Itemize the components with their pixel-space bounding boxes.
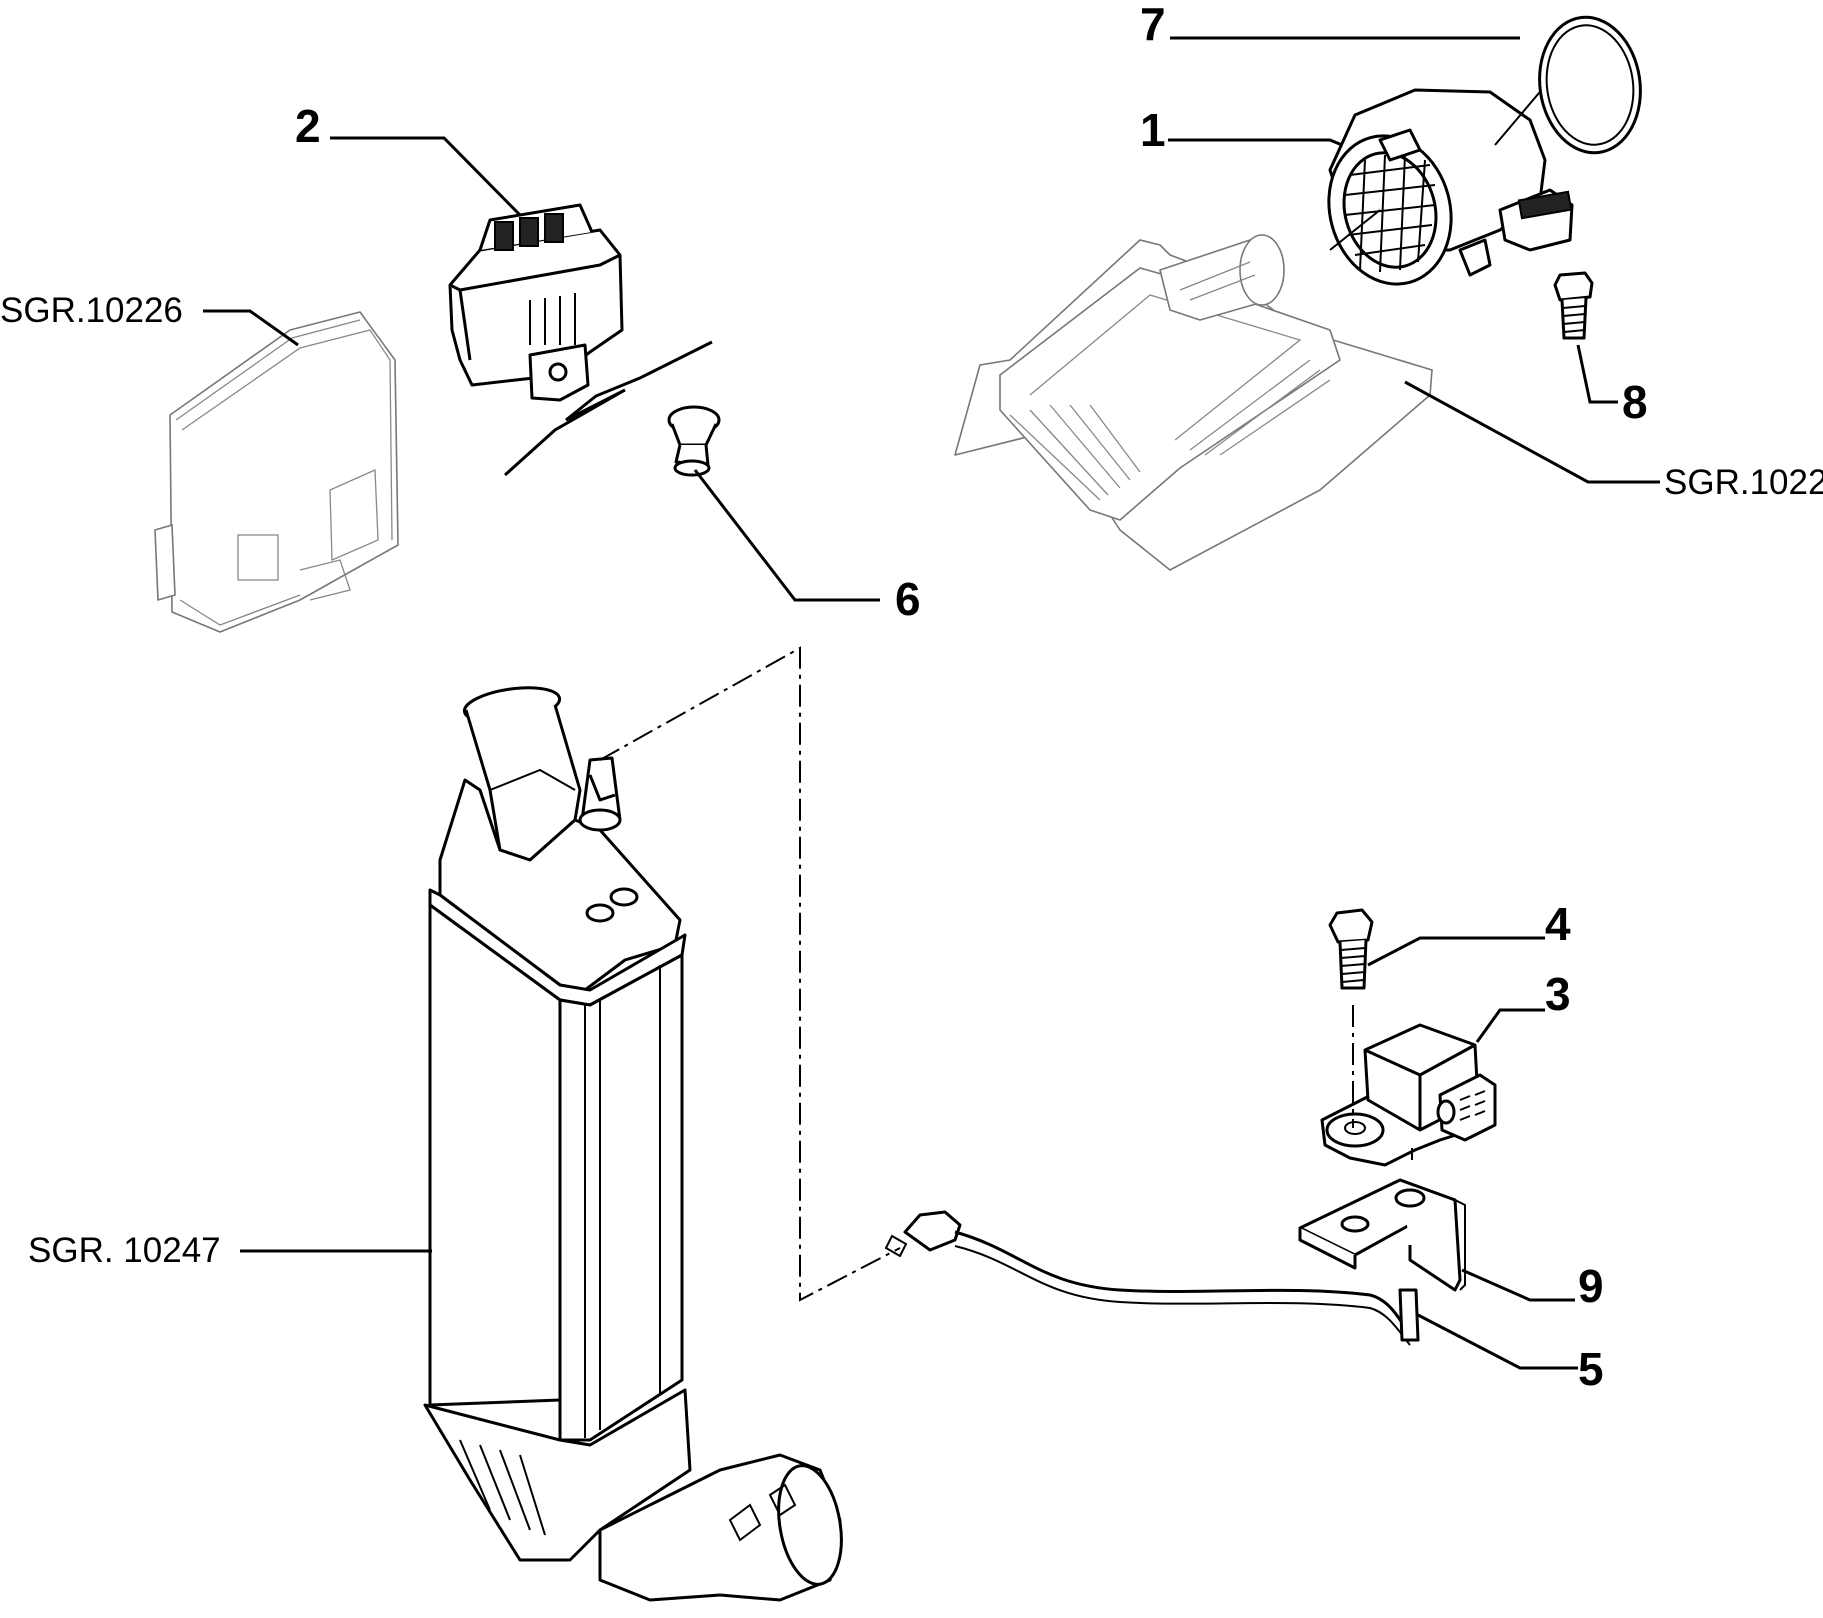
label-part-5: 5 [1578, 1343, 1604, 1395]
part-7-o-ring-inner [1545, 24, 1635, 146]
leader-part-4 [1367, 936, 1545, 967]
leader-part-5 [1417, 1313, 1578, 1370]
part-4-screw [1328, 908, 1374, 990]
reference-sgr-10223: SGR.10223 [1664, 463, 1823, 502]
label-part-3: 3 [1545, 968, 1571, 1020]
label-part-9: 9 [1578, 1260, 1604, 1312]
leader-part-1 [1168, 138, 1343, 147]
part-5-harness [884, 1210, 1420, 1346]
part-7-o-ring [1538, 15, 1642, 155]
label-part-1: 1 [1140, 104, 1166, 156]
intercooler [423, 686, 843, 1602]
label-part-4: 4 [1545, 898, 1571, 950]
label-part-8: 8 [1622, 376, 1648, 428]
leader-part-2 [330, 136, 522, 217]
label-part-2: 2 [295, 100, 321, 152]
leader-sgr-10223 [1404, 380, 1660, 484]
part-2-relay [448, 203, 624, 402]
part-9-bracket [1298, 1178, 1466, 1292]
ecu-control-unit [154, 311, 399, 633]
leader-part-9 [1461, 1268, 1575, 1302]
reference-sgr-10247: SGR. 10247 [28, 1231, 221, 1270]
reference-sgr-10226: SGR.10226 [0, 291, 183, 330]
part-6-clip [667, 405, 721, 477]
part-3-sensor [1320, 1023, 1497, 1167]
part-8-screw [1553, 271, 1594, 340]
break-line [503, 340, 713, 477]
leader-sgr-10226 [203, 309, 299, 347]
air-filter-housing [954, 234, 1433, 571]
label-part-6: 6 [895, 573, 921, 625]
part-1-flow-meter [1327, 79, 1574, 286]
connection-line [599, 646, 901, 1302]
leader-part-3 [1475, 1008, 1545, 1043]
leader-part-6 [693, 469, 880, 602]
leader-part-8 [1576, 344, 1618, 404]
label-part-7: 7 [1140, 0, 1166, 50]
